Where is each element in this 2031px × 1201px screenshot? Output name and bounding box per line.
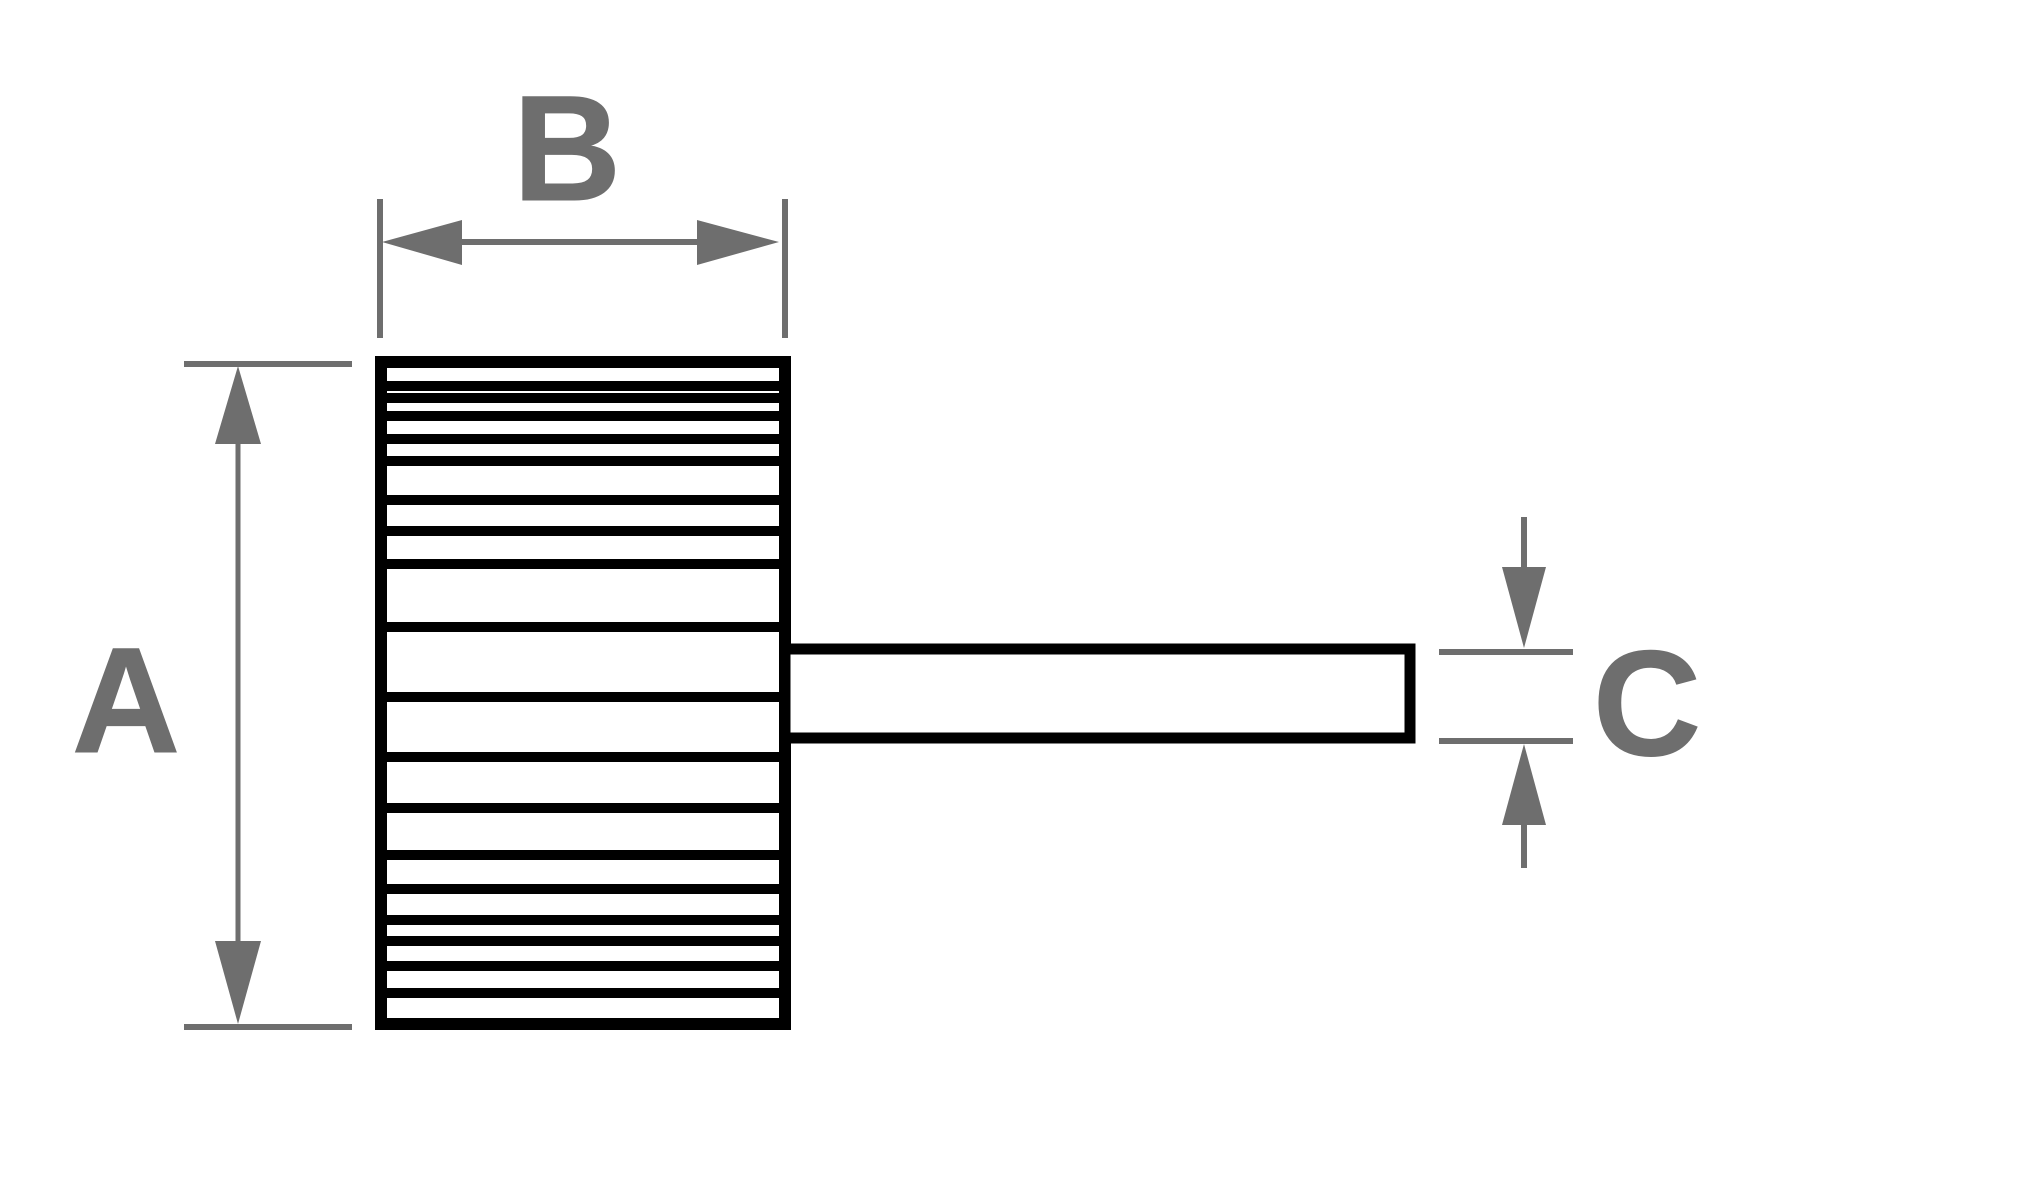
dimension-b-arrow-left xyxy=(382,220,462,265)
dimension-b-arrow-right xyxy=(697,220,779,265)
dimension-a-arrow-down xyxy=(215,941,261,1024)
dimension-c-arrow-up xyxy=(1502,744,1546,825)
shank xyxy=(779,643,1416,744)
dimension-c-arrow-down xyxy=(1502,567,1546,648)
flap-lines xyxy=(385,381,781,998)
dimension-c-label: C xyxy=(1593,619,1701,787)
dimension-b-label: B xyxy=(513,64,621,232)
dimension-c: C xyxy=(1439,517,1702,868)
dimension-b: B xyxy=(377,64,788,338)
dimension-a-label: A xyxy=(72,616,180,784)
flap-wheel-head xyxy=(375,356,791,1030)
dimension-a: A xyxy=(71,361,352,1030)
dimension-a-arrow-up xyxy=(215,366,261,444)
